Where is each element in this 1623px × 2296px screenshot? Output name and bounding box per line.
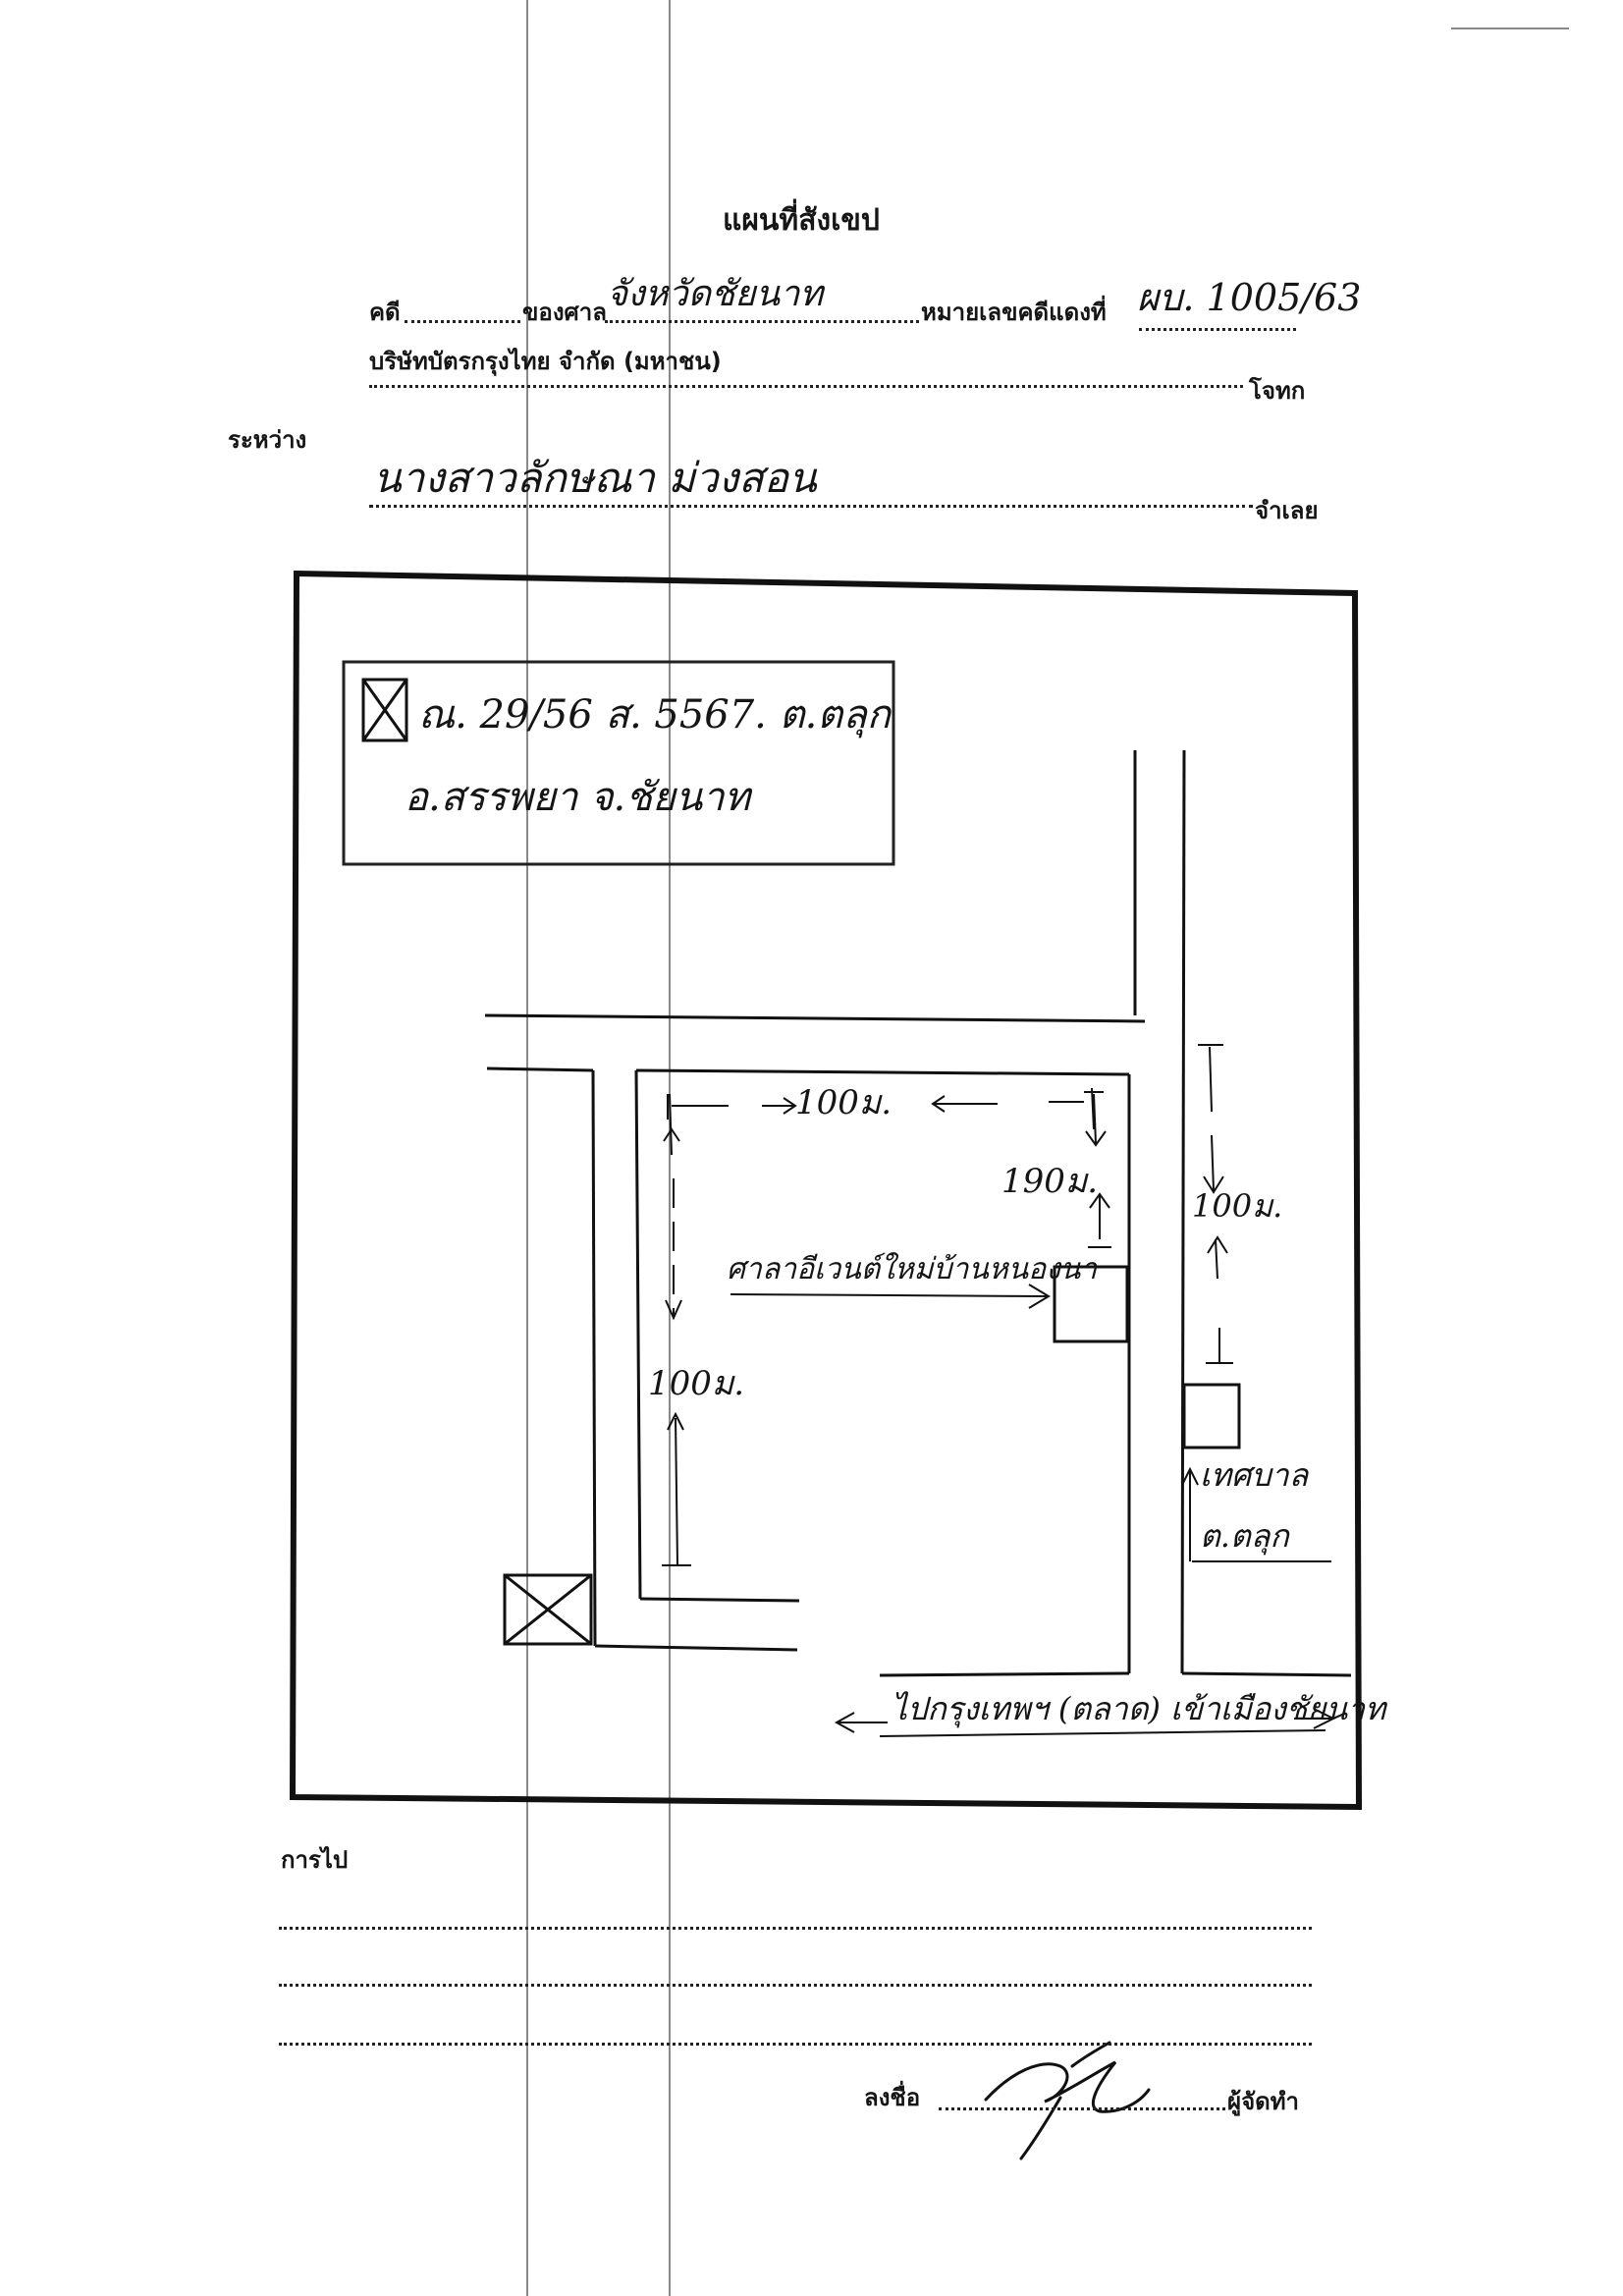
case-dots [405, 320, 520, 323]
distance-top-label: 100ม. [795, 1083, 893, 1122]
dist-road-arrowhead-up [1207, 1235, 1228, 1254]
main-road-top-left [879, 1671, 1130, 1677]
defendant-name: นางสาวลักษณา ม่วงสอน [373, 454, 817, 502]
road-top-line-1 [484, 1013, 1146, 1023]
map-frame [289, 570, 1363, 1811]
main-road-underline [879, 1729, 1326, 1737]
dist-right-arrowhead-down [1085, 1130, 1107, 1147]
dist-top-arrowhead-left [931, 1095, 946, 1113]
dist-left-arrowhead-down [665, 1299, 682, 1321]
house-marker-icon [503, 1573, 593, 1646]
dist-left-arrowhead-top [663, 1127, 680, 1142]
sign-label: ลงชื่อ [864, 2084, 921, 2111]
office-label-line-2: ต.ตลุก [1200, 1517, 1289, 1555]
dist-left-shaft-upper [669, 1093, 673, 1156]
address-line-2: อ.สรรพยา จ.ชัยนาท [405, 775, 751, 820]
landmark-building [1053, 1265, 1129, 1343]
signature-dots [939, 2107, 1225, 2110]
dist-road-arrowhead-down [1203, 1175, 1224, 1194]
case-number-label: หมายเลขคดีแดงที่ [921, 299, 1107, 326]
defendant-label: จำเลย [1255, 497, 1319, 524]
office-label-line-1: เทศบาล [1200, 1456, 1309, 1494]
road-left-line-2 [634, 1069, 642, 1600]
page-title: แผนที่สังเขป [723, 203, 880, 238]
house-marker-legend-icon [361, 678, 408, 742]
road-top-line-2b [635, 1068, 1130, 1076]
office-pointer-arrowhead [1181, 1466, 1199, 1486]
distance-right-label: 190ม. [1001, 1162, 1099, 1201]
main-road-arrowhead-right [1313, 1708, 1336, 1729]
main-road-top-right [1181, 1671, 1352, 1677]
dist-left-shaft-lower [675, 1417, 678, 1566]
dist-top-tick-right [1091, 1087, 1095, 1130]
address-box [342, 660, 895, 866]
between-label: ระหว่าง [228, 426, 307, 454]
scan-artifact-line-right [669, 0, 671, 2296]
case-number-value: ผบ. 1005/63 [1137, 276, 1362, 319]
office-building [1182, 1383, 1241, 1449]
dist-top-arrowhead-right [783, 1097, 797, 1115]
main-road-label: ไปกรุงเทพฯ (ตลาด) เข้าเมืองชัยนาท [892, 1690, 1386, 1727]
dist-left-arrowhead-up [667, 1411, 684, 1431]
dist-road-shaft-up [1215, 1238, 1218, 1280]
court-dots [605, 320, 919, 323]
landmark-pointer-arrowhead [1028, 1284, 1051, 1309]
address-line-1: ณ. 29/56 ส. 5567. ต.ตลุก [418, 692, 891, 738]
road-left-stub-top [639, 1597, 800, 1603]
plaintiff-dots [369, 385, 1243, 388]
directions-line-3 [279, 2043, 1312, 2046]
landmark-pointer-line [730, 1293, 1048, 1297]
landmark-label: ศาลาอีเวนต์ใหม่บ้านหนองนา [727, 1252, 1098, 1286]
road-left-line-1 [591, 1069, 597, 1647]
dist-right-arrowhead-up [1089, 1192, 1110, 1209]
dist-road-shaft-upper [1209, 1046, 1213, 1113]
distance-left-label: 100ม. [648, 1364, 745, 1403]
court-value: จังหวัดชัยนาท [607, 274, 824, 314]
directions-line-2 [279, 1984, 1312, 1987]
case-number-dots [1139, 328, 1296, 331]
dist-right-shaft-down [1093, 1093, 1097, 1144]
maker-label: ผู้จัดทำ [1227, 2088, 1300, 2115]
case-label: คดี [369, 299, 401, 326]
road-right-line [1180, 749, 1186, 1674]
directions-label: การไป [281, 1846, 349, 1874]
directions-line-1 [279, 1927, 1312, 1930]
road-top-line-2a [486, 1066, 594, 1072]
road-left-stub-bottom [594, 1644, 798, 1652]
dist-road-shaft-down [1211, 1134, 1215, 1191]
court-label: ของศาล [522, 299, 607, 326]
defendant-dots [369, 505, 1253, 508]
signature-scribble [984, 2041, 1151, 2160]
plaintiff-label: โจทก [1249, 377, 1306, 405]
main-road-arrowhead-left [834, 1712, 855, 1733]
plaintiff-name: บริษัทบัตรกรุงไทย จำกัด (มหาชน) [369, 348, 722, 375]
scan-artifact-line-left [526, 0, 528, 2296]
scan-artifact-top-right [1451, 27, 1569, 29]
distance-road-label: 100ม. [1192, 1187, 1283, 1225]
